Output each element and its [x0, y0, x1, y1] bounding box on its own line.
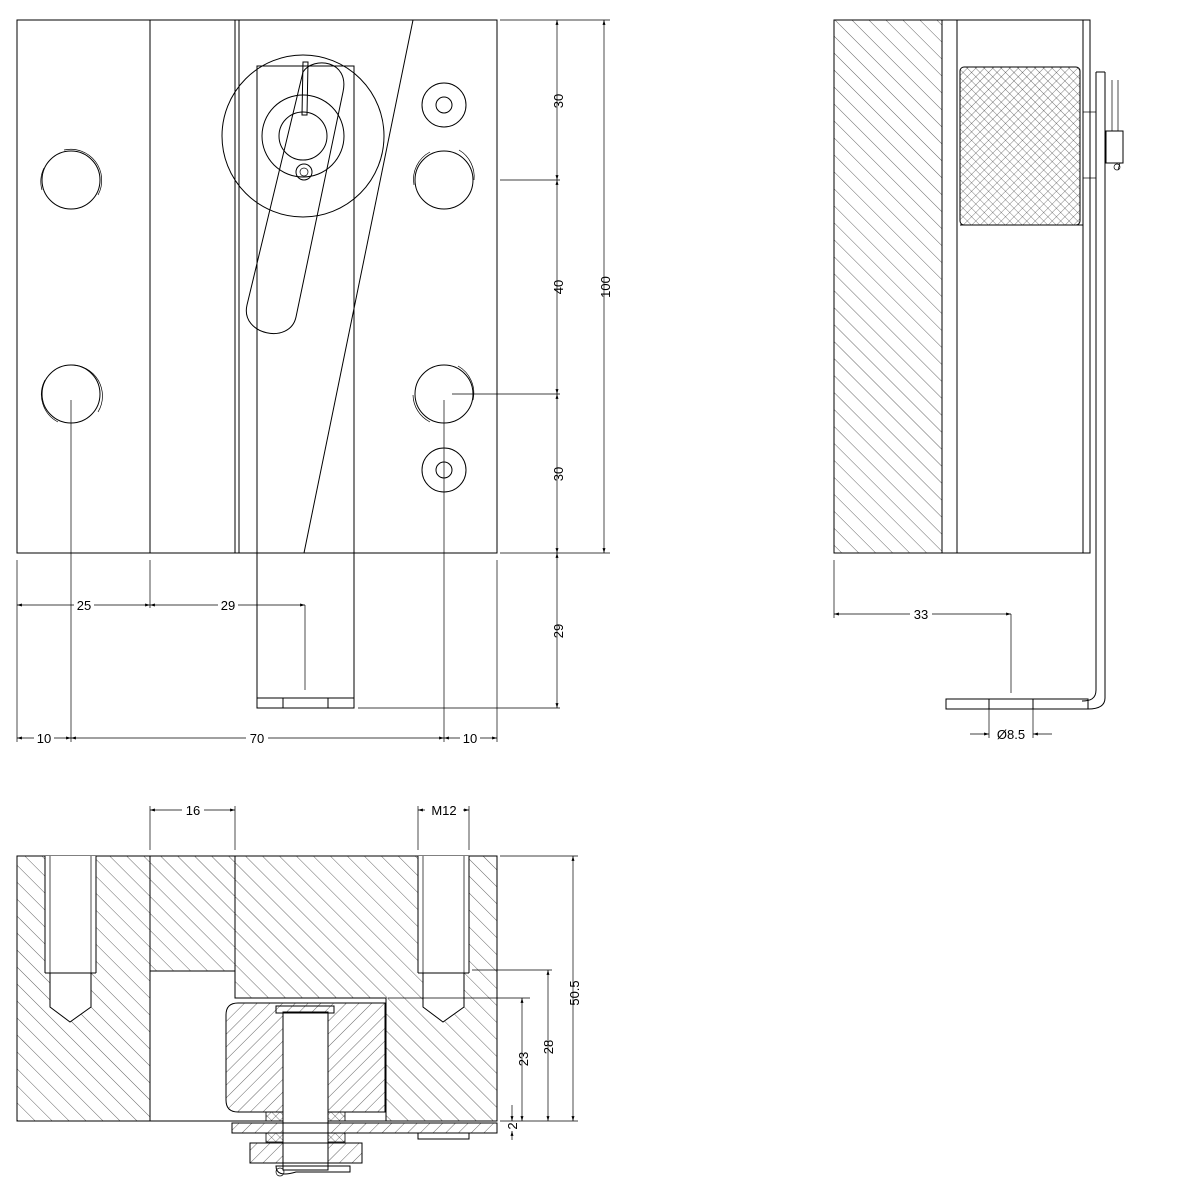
dim-29-vertical: 29	[551, 624, 566, 638]
side-clip-tail	[1117, 162, 1121, 171]
side-foot-plate	[945, 698, 1089, 710]
dim-100: 100	[598, 276, 613, 298]
dim-40: 40	[551, 280, 566, 294]
knob-pointer	[301, 61, 309, 116]
dim-10-left: 10	[37, 731, 51, 746]
dim-30-bot: 30	[551, 467, 566, 481]
front-slide-bar	[256, 65, 355, 709]
section-view	[16, 855, 498, 1177]
hole-top-right	[414, 150, 474, 210]
dim-16: 16	[186, 803, 200, 818]
handle-lever	[245, 62, 345, 334]
dim-2: 2	[505, 1122, 520, 1129]
dim-70: 70	[250, 731, 264, 746]
side-knurled-knob	[959, 66, 1081, 226]
side-clip	[1105, 130, 1124, 164]
hole-bottom-right-arc-a	[457, 365, 475, 401]
knob-pin-hole-inner	[299, 167, 309, 177]
washer-right-a	[327, 1111, 346, 1122]
thread-left-drill	[49, 972, 92, 1023]
section-cotter-ring	[275, 1167, 285, 1177]
thread-right-drill	[422, 972, 465, 1023]
section-outline	[16, 855, 498, 1122]
washer-right-b	[327, 1132, 346, 1143]
hole-bottom-left-arc-b	[41, 379, 59, 423]
hole-bottom-left-arc-a	[69, 364, 103, 413]
small-hole-top-right	[421, 82, 467, 128]
hole-top-right-arc-a	[458, 149, 475, 181]
front-dimensions: 30 40 100 30 29 25 29 10 70 10	[16, 19, 613, 746]
hole-bottom-right-arc-b	[412, 394, 431, 423]
dim-25: 25	[77, 598, 91, 613]
side-hatched-block	[833, 19, 943, 554]
knob-pin-hole	[295, 163, 313, 181]
dim-28: 28	[541, 1040, 556, 1054]
hole-top-right-arc-b	[413, 151, 431, 186]
dim-33: 33	[914, 607, 928, 622]
knob-center	[278, 111, 328, 161]
hole-top-left-arc-a	[63, 148, 103, 196]
dim-10-right: 10	[463, 731, 477, 746]
hole-top-left-arc-b	[40, 167, 45, 191]
side-dimensions: 33 Ø8.5	[833, 560, 1052, 742]
dim-29-horizontal: 29	[221, 598, 235, 613]
knob-outer-circle	[221, 54, 385, 218]
side-rod-inner	[1081, 72, 1097, 702]
side-rod-outer	[1087, 72, 1106, 710]
front-diagonal	[303, 19, 414, 554]
side-clip-ring	[1113, 163, 1121, 171]
dim-50-5: 50.5	[567, 980, 582, 1005]
dim-30-top: 30	[551, 94, 566, 108]
washer-left-a	[265, 1111, 284, 1122]
side-outline	[833, 19, 1091, 554]
section-cotter-pin	[275, 1165, 351, 1175]
section-base-plate	[231, 1122, 498, 1134]
section-pin-head	[275, 1005, 335, 1014]
dim-diameter: Ø8.5	[997, 727, 1025, 742]
dim-m12: M12	[431, 803, 456, 818]
dim-23: 23	[516, 1052, 531, 1066]
hole-top-left	[41, 150, 101, 210]
small-hole-top-right-center	[435, 96, 453, 114]
washer-left-b	[265, 1132, 284, 1143]
knob-inner-circle	[261, 94, 345, 178]
side-view	[833, 19, 1124, 710]
section-dimensions: 16 M12 50.5 28 23 2	[149, 803, 582, 1140]
section-foot-pad	[417, 1132, 470, 1140]
